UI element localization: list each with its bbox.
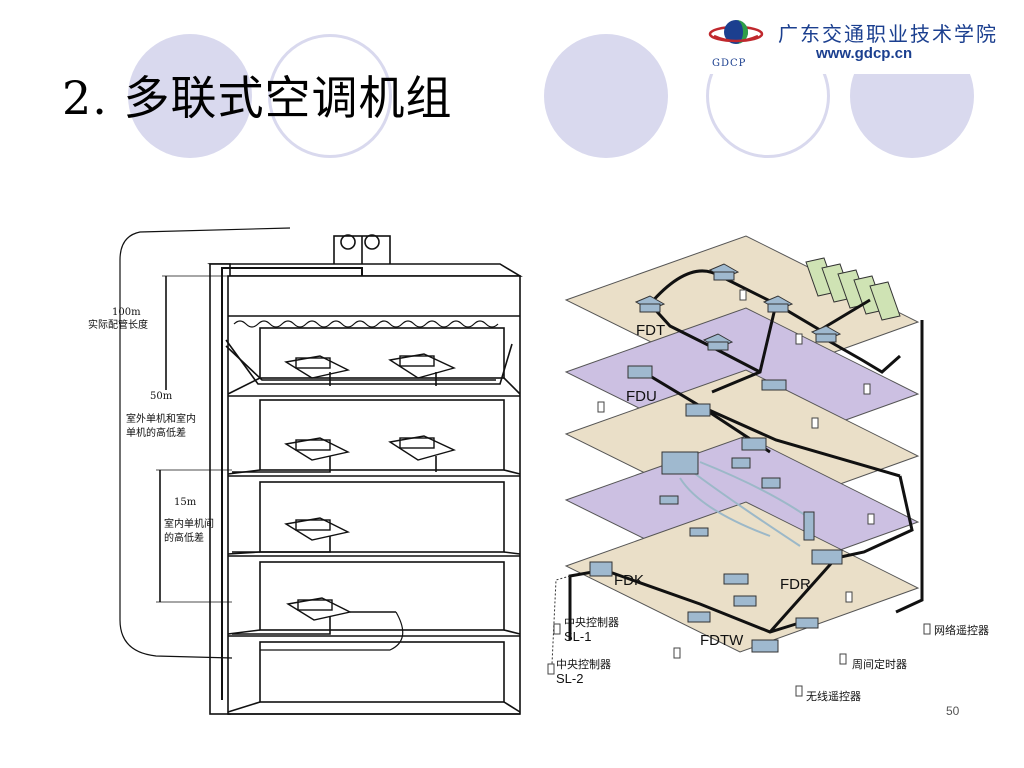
label-50m: 50m [150,391,173,402]
label-outdoor-height-2: 单机的高低差 [126,428,186,439]
label-fdtw: FDTW [700,632,744,649]
label-fdk: FDK [614,572,644,589]
school-logo-icon [708,20,764,44]
label-fdt: FDT [636,322,666,339]
label-pipe-length: 实际配管长度 [88,320,148,331]
label-indoor-height-2: 的高低差 [164,533,204,544]
page-title: 2. 多联式空调机组 [62,71,453,125]
school-name: 广东交通职业技术学院 [778,22,998,46]
label-fdr: FDR [780,576,811,593]
label-fdu: FDU [626,388,657,405]
label-indoor-height-1: 室内单机间 [164,519,214,530]
label-sl1: SL-1 [564,629,592,644]
deco-circle-2 [268,34,392,158]
label-network-remote: 网络遥控器 [934,625,989,637]
label-100m: 100m [112,307,141,318]
slide-number: 50 [946,704,960,718]
school-url[interactable]: www.gdcp.cn [816,45,913,62]
label-wireless-remote: 无线遥控器 [806,691,861,703]
label-central-controller-2: 中央控制器 [556,659,611,671]
logo-background [700,10,1024,74]
label-central-controller-1: 中央控制器 [564,617,619,629]
deco-circle-3 [544,34,668,158]
label-15m: 15m [174,497,197,508]
deco-circle-1 [128,34,252,158]
label-sl2: SL-2 [556,671,584,686]
label-outdoor-height-1: 室外单机和室内 [126,414,196,425]
logo-abbr: GDCP [712,58,747,69]
label-weekly-timer: 周间定时器 [852,659,907,671]
